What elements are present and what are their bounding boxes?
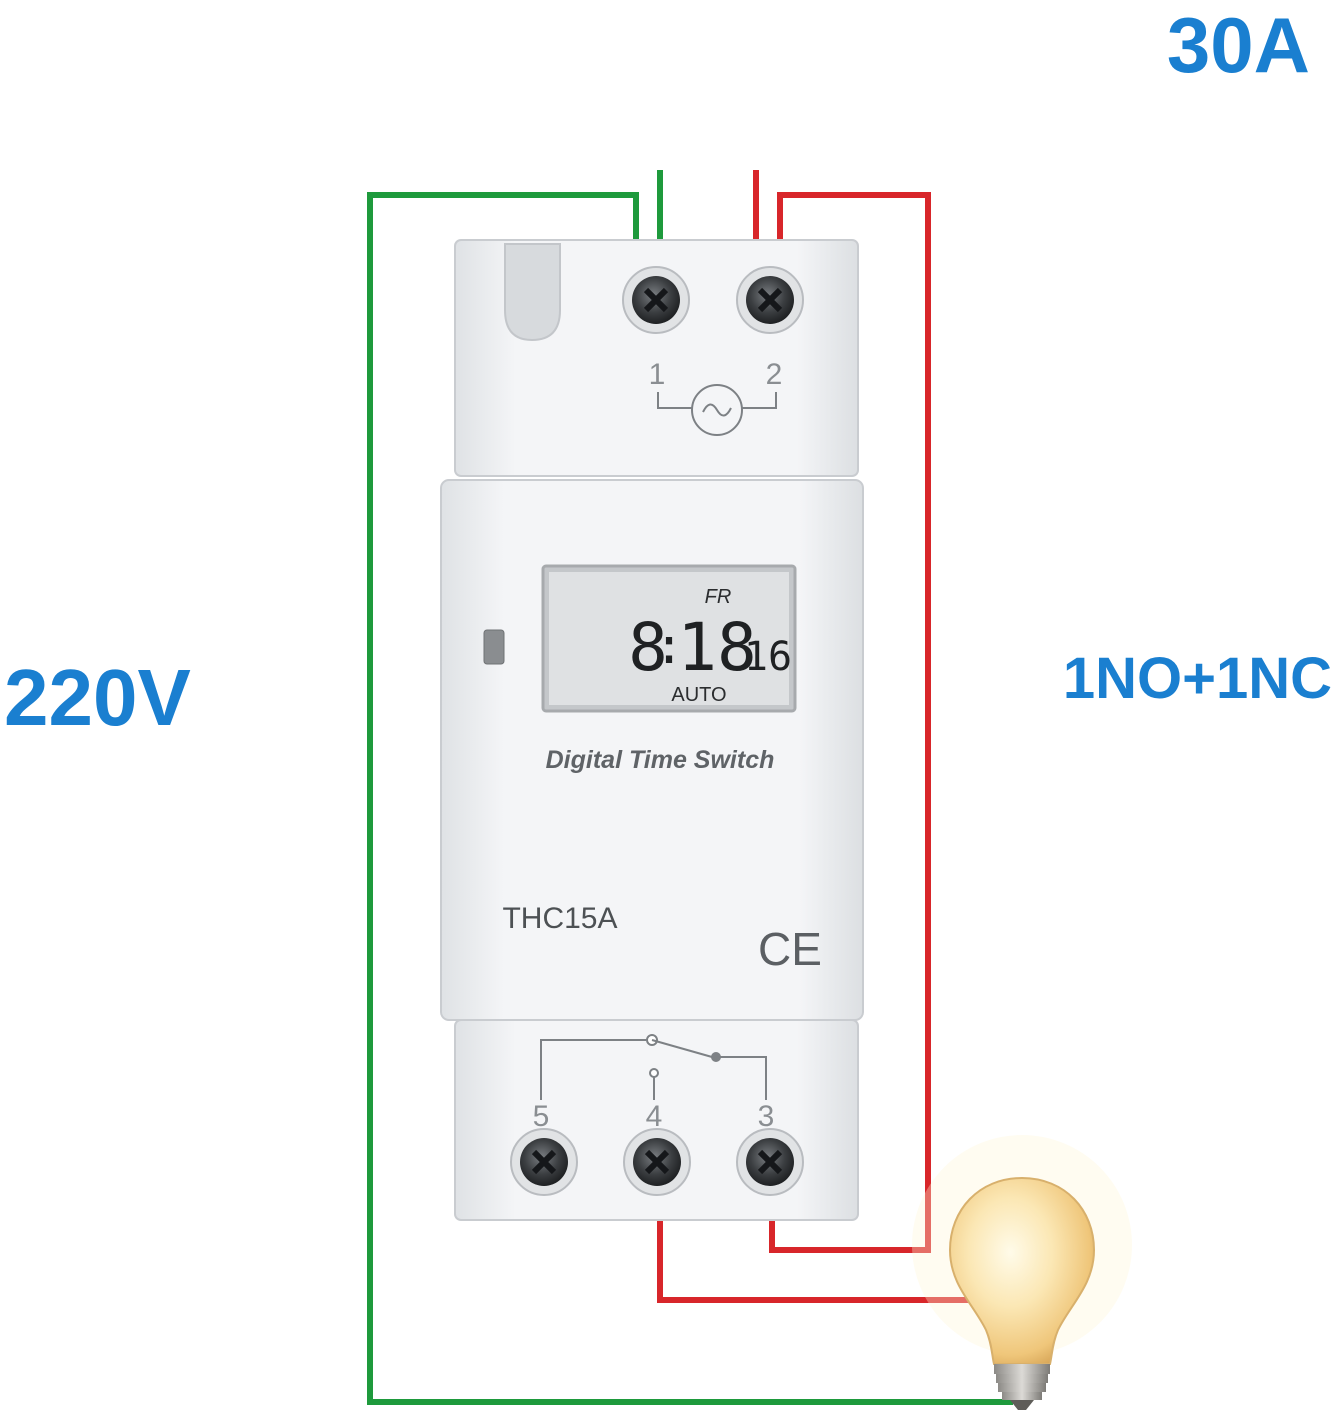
current-rating: 30A (1166, 1, 1310, 89)
lcd-mode: AUTO (671, 684, 726, 706)
lcd-colon: : (654, 617, 684, 675)
lcd-hours: 8 (628, 609, 668, 686)
contact-configuration: 1NO+1NC (1062, 646, 1332, 711)
ac-supply-symbol (657, 384, 777, 436)
screw-terminal-icon (510, 1128, 578, 1196)
ce-mark: CE (758, 923, 822, 975)
din-rail-slot (504, 243, 561, 342)
lcd-display: FR 8 : 18 16 AUTO (541, 564, 797, 713)
product-name: Digital Time Switch (546, 746, 775, 774)
terminal-label-3: 3 (758, 1100, 775, 1133)
relay-switch-symbol (540, 1034, 767, 1100)
voltage-rating: 220V (4, 653, 191, 742)
model-number: THC15A (502, 902, 617, 935)
light-bulb-icon (912, 1135, 1132, 1410)
live-wire (657, 170, 975, 1303)
status-led (483, 629, 505, 665)
terminal-label-2: 2 (766, 358, 783, 391)
lcd-day: FR (705, 586, 732, 608)
terminal-label-4: 4 (646, 1100, 663, 1133)
screw-terminal-icon (736, 1128, 804, 1196)
terminal-label-5: 5 (533, 1100, 550, 1133)
lcd-minutes: 18 (677, 609, 756, 686)
screw-terminal-icon (622, 266, 690, 334)
screw-terminal-icon (623, 1128, 691, 1196)
lcd-seconds: 16 (744, 634, 792, 680)
terminal-label-1: 1 (649, 358, 666, 391)
digital-time-switch-device: 1 2 FR 8 : 18 16 AUTO Digital Time Switc… (440, 239, 864, 1221)
screw-terminal-icon (736, 266, 804, 334)
